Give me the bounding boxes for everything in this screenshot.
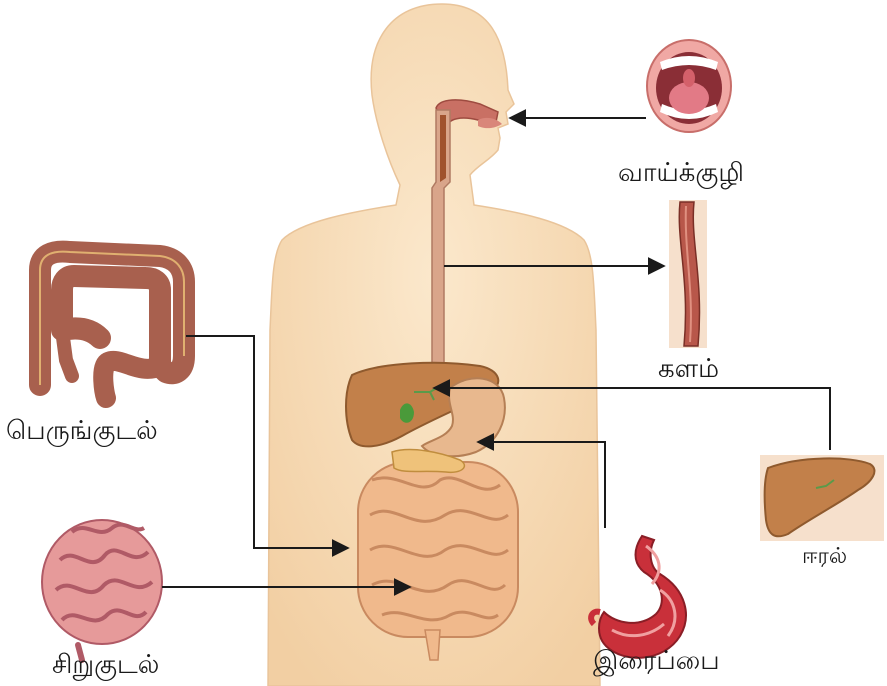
liver-image [760,455,884,541]
label-small-intestine: சிறுகுடல் [52,652,159,678]
small-intestine-body [358,462,518,660]
esophagus-image [669,200,707,348]
label-stomach: இரைப்பை [593,648,720,674]
large-intestine-image [40,252,184,398]
stomach-image [591,536,686,658]
mouth-image [647,40,731,132]
label-mouth: வாய்க்குழி [618,160,744,186]
label-liver: ஈரல் [802,546,847,568]
label-large-intestine: பெருங்குடல் [6,418,158,444]
label-esophagus: களம் [658,356,719,382]
small-intestine-image [42,520,162,660]
